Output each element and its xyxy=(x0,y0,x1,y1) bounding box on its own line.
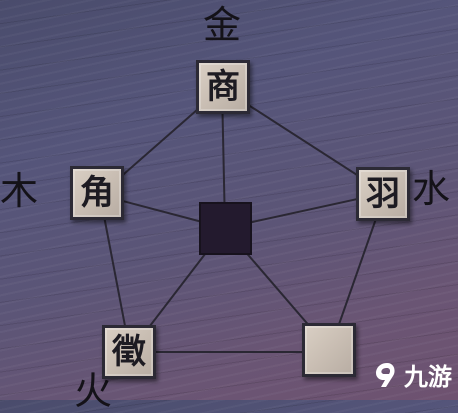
element-metal-label: 金 xyxy=(203,3,242,47)
tile-shang[interactable]: 商 xyxy=(196,60,250,114)
tile-bottom-right[interactable] xyxy=(302,323,356,377)
jiuyou-logo-icon xyxy=(376,362,395,387)
jiuyou-watermark: 九游 xyxy=(372,357,452,392)
watermark-text: 九游 xyxy=(404,363,452,391)
element-water-label: 水 xyxy=(412,167,451,211)
tile-shang-label: 商 xyxy=(206,67,240,107)
center-empty-slot[interactable] xyxy=(199,202,252,255)
tile-yu[interactable]: 羽 xyxy=(356,167,410,221)
tile-yu-label: 羽 xyxy=(366,174,400,214)
pentagon-puzzle-board: 金 木 水 火 商 角 羽 徵 九游 xyxy=(0,3,452,410)
tile-zhi-label: 徵 xyxy=(112,332,146,372)
tile-jue[interactable]: 角 xyxy=(70,166,124,220)
tile-zhi[interactable]: 徵 xyxy=(102,325,156,379)
tile-jue-label: 角 xyxy=(80,173,114,213)
element-wood-label: 木 xyxy=(0,169,39,213)
